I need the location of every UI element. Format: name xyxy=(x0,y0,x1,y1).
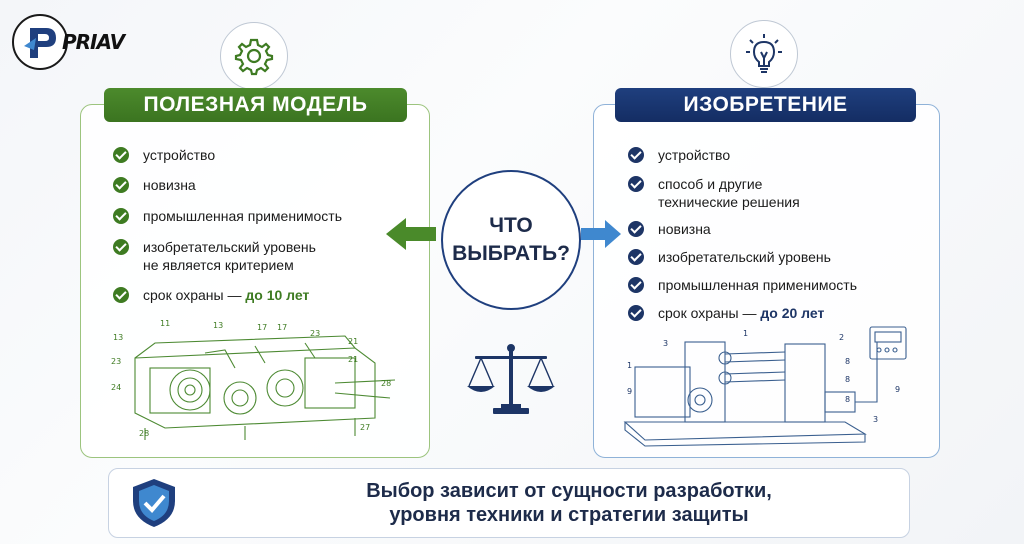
list-item: срок охраны — до 10 лет xyxy=(113,286,309,304)
utility-model-title: ПОЛЕЗНАЯ МОДЕЛЬ xyxy=(104,88,407,122)
invention-panel xyxy=(593,104,940,458)
gear-icon xyxy=(220,22,288,90)
list-item: промышленная применимость xyxy=(628,276,857,294)
check-icon xyxy=(628,305,644,321)
svg-text:21: 21 xyxy=(348,355,358,364)
svg-text:11: 11 xyxy=(160,319,170,328)
logo: PRIAV xyxy=(10,12,140,70)
check-icon xyxy=(113,287,129,303)
svg-text:13: 13 xyxy=(113,333,123,342)
invention-title: ИЗОБРЕТЕНИЕ xyxy=(615,88,916,122)
check-icon xyxy=(113,177,129,193)
term-highlight: до 10 лет xyxy=(245,287,310,303)
choice-question: ЧТО ВЫБРАТЬ? xyxy=(441,170,581,310)
check-icon xyxy=(113,208,129,224)
shield-check-icon xyxy=(133,479,175,527)
list-item: срок охраны — до 20 лет xyxy=(628,304,824,322)
logo-mark xyxy=(12,14,68,70)
check-icon xyxy=(628,147,644,163)
logo-text: PRIAV xyxy=(62,30,125,54)
invention-drawing: 1 2 3 1 8 8 8 9 9 3 xyxy=(623,326,907,447)
check-icon xyxy=(113,239,129,255)
svg-text:28: 28 xyxy=(139,429,149,438)
svg-text:28: 28 xyxy=(381,379,391,388)
svg-text:17: 17 xyxy=(257,323,267,332)
list-item: устройство xyxy=(628,146,730,164)
lightbulb-icon xyxy=(730,20,798,88)
svg-text:2: 2 xyxy=(839,333,844,342)
list-item: устройство xyxy=(113,146,215,164)
svg-text:8: 8 xyxy=(845,375,850,384)
svg-text:23: 23 xyxy=(111,357,121,366)
svg-text:9: 9 xyxy=(627,387,632,396)
conclusion-text: Выбор зависит от сущности разработки,уро… xyxy=(366,480,772,526)
svg-text:21: 21 xyxy=(348,337,358,346)
check-icon xyxy=(628,221,644,237)
term-highlight: до 20 лет xyxy=(760,305,825,321)
utility-model-drawing: 13 11 13 17 17 23 23 21 24 21 28 28 27 xyxy=(111,319,396,440)
list-item: изобретательский уровень xyxy=(628,248,831,266)
arrow-left-icon xyxy=(386,218,436,250)
svg-text:9: 9 xyxy=(895,385,900,394)
svg-text:17: 17 xyxy=(277,323,287,332)
list-item: промышленная применимость xyxy=(113,207,342,225)
svg-text:1: 1 xyxy=(627,361,632,370)
list-item: новизна xyxy=(113,176,196,194)
utility-model-panel xyxy=(80,104,430,458)
svg-text:23: 23 xyxy=(310,329,320,338)
svg-text:8: 8 xyxy=(845,357,850,366)
svg-text:13: 13 xyxy=(213,321,223,330)
check-icon xyxy=(113,147,129,163)
svg-text:3: 3 xyxy=(663,339,668,348)
list-item: новизна xyxy=(628,220,711,238)
check-icon xyxy=(628,249,644,265)
svg-text:24: 24 xyxy=(111,383,121,392)
conclusion-banner: Выбор зависит от сущности разработки,уро… xyxy=(108,468,910,538)
check-icon xyxy=(628,176,644,192)
svg-text:8: 8 xyxy=(845,395,850,404)
svg-text:1: 1 xyxy=(743,329,748,338)
scales-icon xyxy=(467,344,555,414)
svg-text:27: 27 xyxy=(360,423,370,432)
arrow-right-icon xyxy=(581,220,621,248)
svg-text:3: 3 xyxy=(873,415,878,424)
check-icon xyxy=(628,277,644,293)
